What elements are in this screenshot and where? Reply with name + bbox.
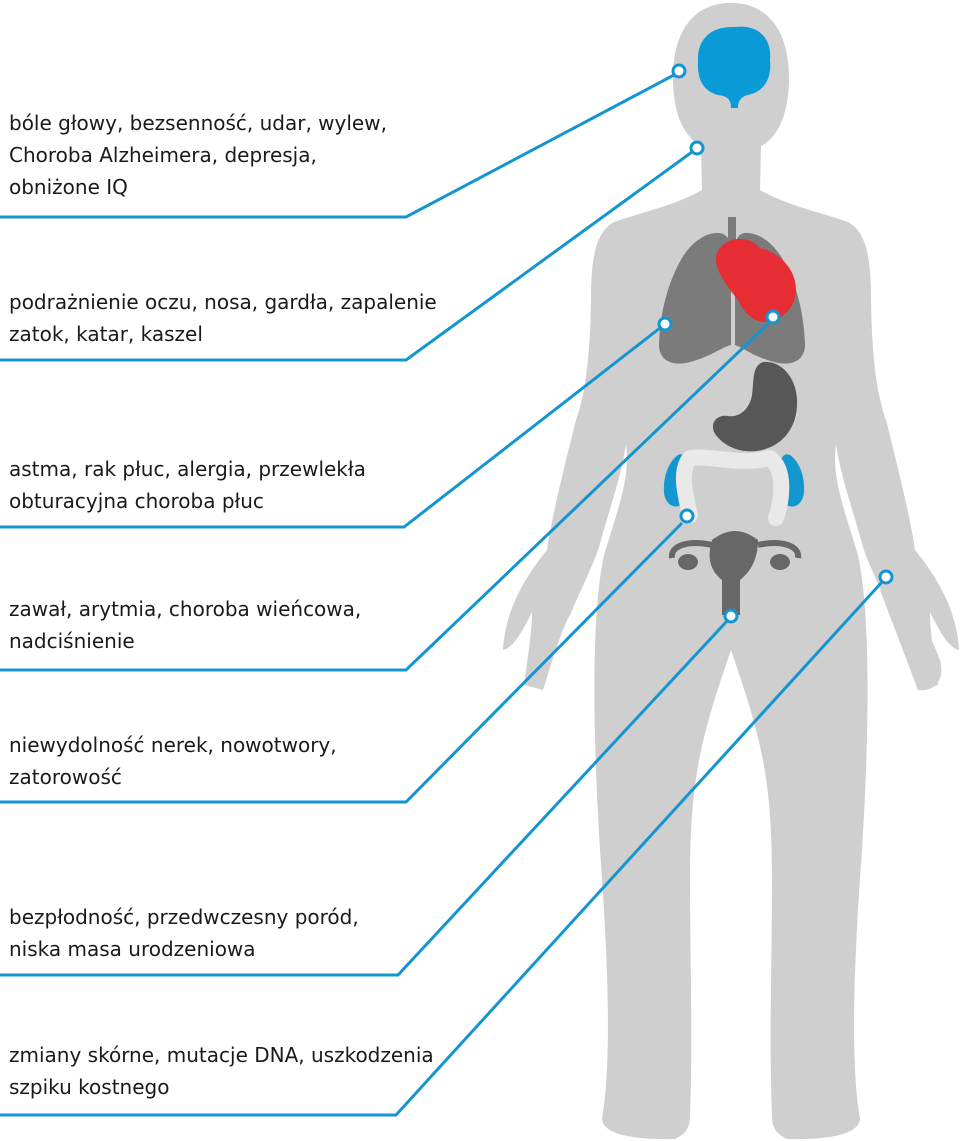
- ring-lungs: [659, 318, 671, 330]
- ring-kidneys: [681, 510, 693, 522]
- callout-skin: zmiany skórne, mutacje DNA, uszkodzenia …: [9, 1039, 439, 1103]
- ovary-left: [678, 554, 698, 570]
- ring-brain: [673, 65, 685, 77]
- callout-heart: zawał, arytmia, choroba wieńcowa, nadciś…: [9, 593, 439, 657]
- callout-lungs: astma, rak płuc, alergia, przewlekła obt…: [9, 453, 439, 517]
- callout-uterus: bezpłodność, przedwczesny poród, niska m…: [9, 901, 439, 965]
- ring-skin: [880, 571, 892, 583]
- ovary-right: [770, 554, 790, 570]
- callout-kidneys: niewydolność nerek, nowotwory, zatorowoś…: [9, 729, 439, 793]
- ring-heart: [767, 311, 779, 323]
- callout-throat: podrażnienie oczu, nosa, gardła, zapalen…: [9, 286, 439, 350]
- ring-uterus: [725, 610, 737, 622]
- ring-throat: [691, 142, 703, 154]
- callout-brain: bóle głowy, bezsenność, udar, wylew, Cho…: [9, 107, 439, 203]
